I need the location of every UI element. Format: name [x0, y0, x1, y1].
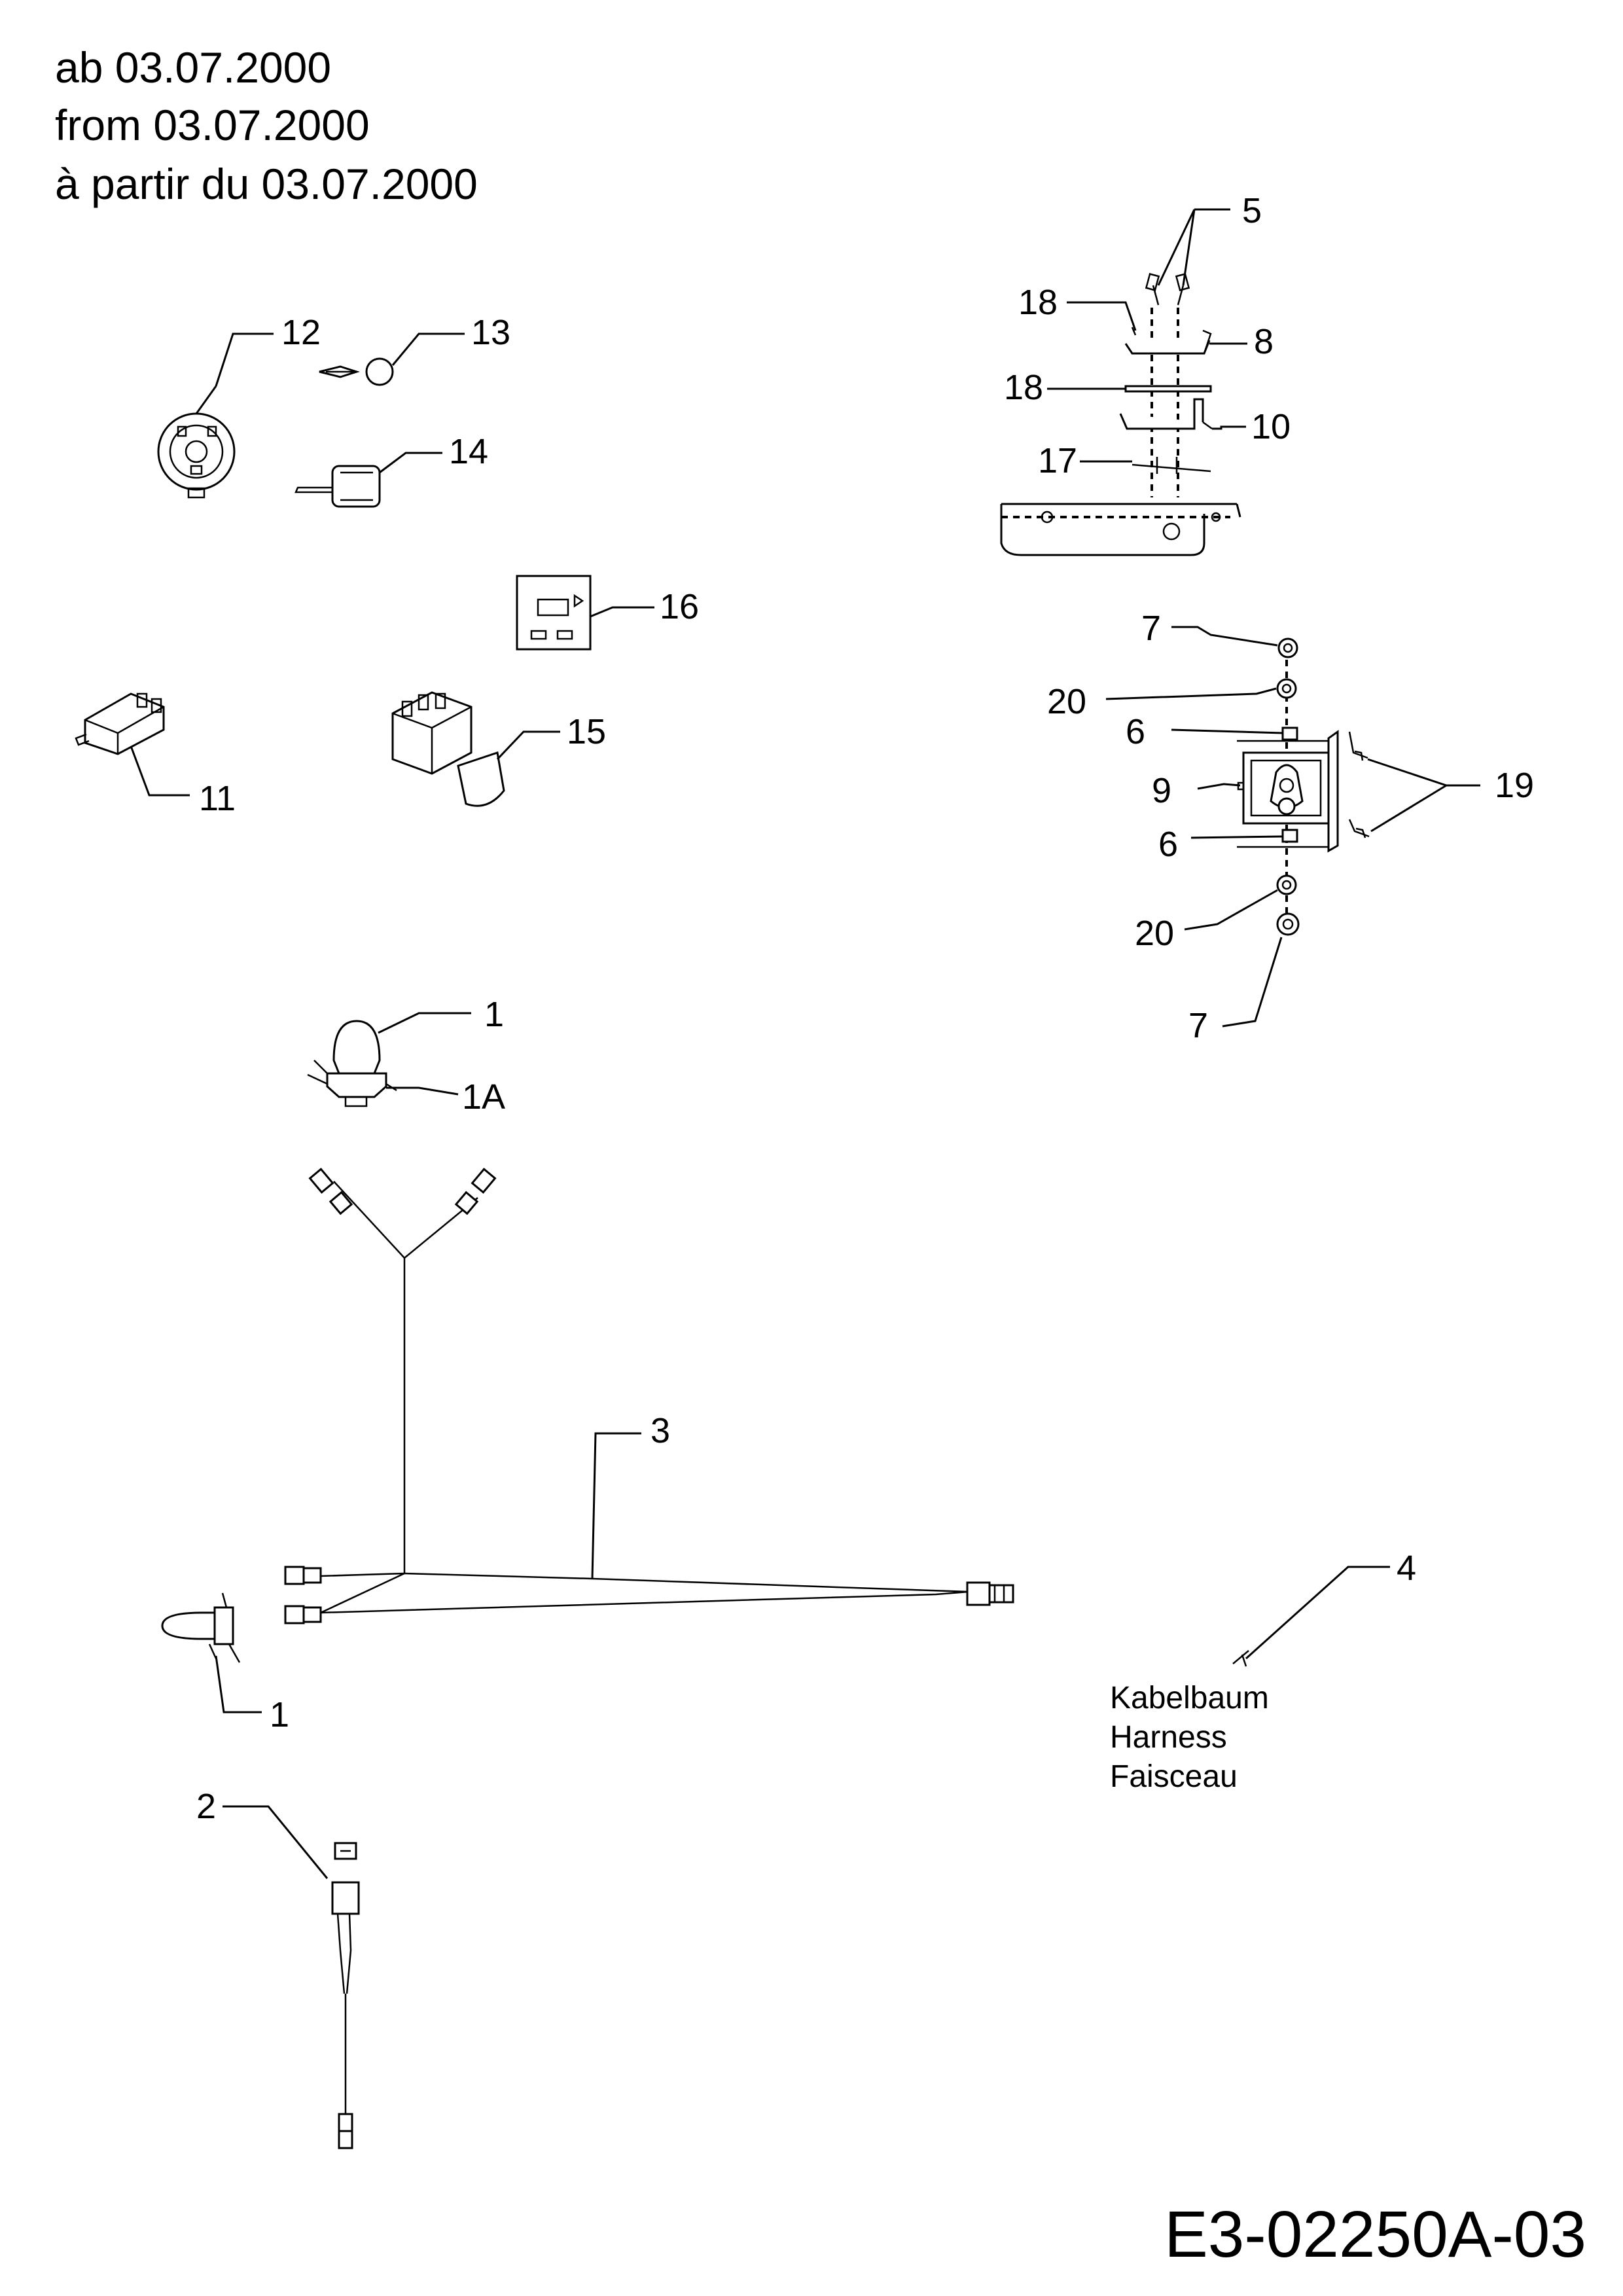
leader-1-lower [215, 1655, 262, 1713]
leader-14 [379, 452, 442, 474]
document-id: E3-02250A-03 [1164, 2198, 1586, 2271]
part-19-mounting-bracket[interactable] [1237, 730, 1370, 853]
part-14-connector[interactable] [294, 465, 381, 508]
leader-5 [1157, 208, 1230, 286]
callout-3: 3 [651, 1411, 670, 1450]
part-9-pto-switch[interactable] [1237, 751, 1330, 825]
part-7-upper-nut[interactable] [1277, 637, 1298, 658]
leader-1a [386, 1086, 459, 1096]
part-15-relay-boot[interactable] [391, 691, 505, 807]
part-18-upper-clip[interactable] [1131, 327, 1137, 336]
callout-10: 10 [1251, 407, 1291, 446]
part-11-relay[interactable] [75, 692, 165, 755]
leader-12 [215, 332, 274, 387]
callout-15: 15 [567, 712, 606, 751]
part-1-lower-lamp[interactable] [161, 1592, 241, 1663]
harness-caption-de: Kabelbaum [1110, 1681, 1269, 1715]
harness-caption-fr: Faisceau [1110, 1759, 1238, 1794]
part-3-wire-harness[interactable] [284, 1168, 1014, 1624]
part-20-upper-washer[interactable] [1276, 678, 1297, 699]
part-20-lower-washer[interactable] [1276, 874, 1297, 895]
part-8-bracket[interactable] [1124, 329, 1212, 355]
callout-4: 4 [1397, 1549, 1416, 1588]
callout-13: 13 [471, 313, 510, 352]
leader-19 [1367, 758, 1480, 833]
part-7-lower-nut[interactable] [1276, 912, 1300, 936]
part-6-lower-screw[interactable] [1281, 829, 1298, 843]
leader-16 [590, 606, 654, 618]
callout-20-upper: 20 [1047, 682, 1086, 721]
callout-17: 17 [1038, 441, 1077, 480]
leader-7-upper [1171, 626, 1278, 647]
callout-9: 9 [1152, 771, 1171, 810]
callout-11: 11 [199, 779, 236, 818]
leader-10 [1212, 425, 1246, 430]
callout-6-lower: 6 [1158, 825, 1178, 864]
leader-3 [591, 1432, 641, 1579]
callout-1-upper: 1 [484, 995, 504, 1034]
callout-18-upper: 18 [1018, 283, 1058, 322]
callout-19: 19 [1495, 766, 1534, 805]
part-1-upper-lamp[interactable] [332, 1020, 381, 1075]
leader-4 [1245, 1566, 1390, 1660]
callout-16: 16 [660, 587, 699, 626]
part-2-switch-lead[interactable] [331, 1842, 360, 2149]
part-18-lower-clip[interactable] [1124, 385, 1212, 393]
part-5-terminals[interactable] [1145, 273, 1190, 306]
callout-1a: 1A [462, 1077, 505, 1117]
callout-7-upper: 7 [1141, 609, 1161, 648]
leader-7-lower [1222, 937, 1283, 1028]
callout-18-lower: 18 [1004, 368, 1043, 407]
frame-mount-panel [1000, 503, 1241, 556]
header-date-en: from 03.07.2000 [55, 101, 370, 149]
part-4-cable-tie[interactable] [1232, 1650, 1249, 1667]
part-1a-lamp-socket[interactable] [307, 1060, 397, 1107]
leader-13 [391, 332, 465, 366]
leader-20-lower [1184, 889, 1278, 931]
callout-7-lower: 7 [1188, 1006, 1208, 1045]
callout-14: 14 [449, 432, 488, 471]
callout-12: 12 [281, 313, 321, 352]
leader-18-upper [1067, 301, 1137, 331]
leader-1-upper [378, 1012, 471, 1034]
leader-9 [1197, 783, 1241, 790]
callout-20-lower: 20 [1135, 914, 1174, 953]
part-17-screws[interactable] [1132, 457, 1211, 474]
header-date-fr: à partir du 03.07.2000 [55, 160, 478, 208]
leader-20-upper [1105, 687, 1277, 700]
leader-6-lower [1190, 835, 1283, 839]
callout-2: 2 [196, 1787, 216, 1826]
part-6-upper-screw[interactable] [1281, 726, 1298, 741]
leader-6-upper [1171, 728, 1283, 734]
part-16-switch-plate[interactable] [516, 575, 592, 651]
part-13-key[interactable] [319, 357, 394, 386]
callout-8: 8 [1254, 322, 1274, 361]
leader-15 [496, 730, 560, 761]
callout-1-lower: 1 [270, 1695, 289, 1734]
leader-2 [223, 1805, 329, 1879]
part-12-ignition-switch[interactable] [157, 386, 236, 499]
harness-caption-en: Harness [1110, 1720, 1227, 1755]
leader-11 [130, 745, 190, 797]
part-10-bracket[interactable] [1119, 398, 1213, 430]
callout-5: 5 [1242, 191, 1262, 230]
header-date-de: ab 03.07.2000 [55, 43, 332, 92]
callout-6-upper: 6 [1126, 712, 1145, 751]
